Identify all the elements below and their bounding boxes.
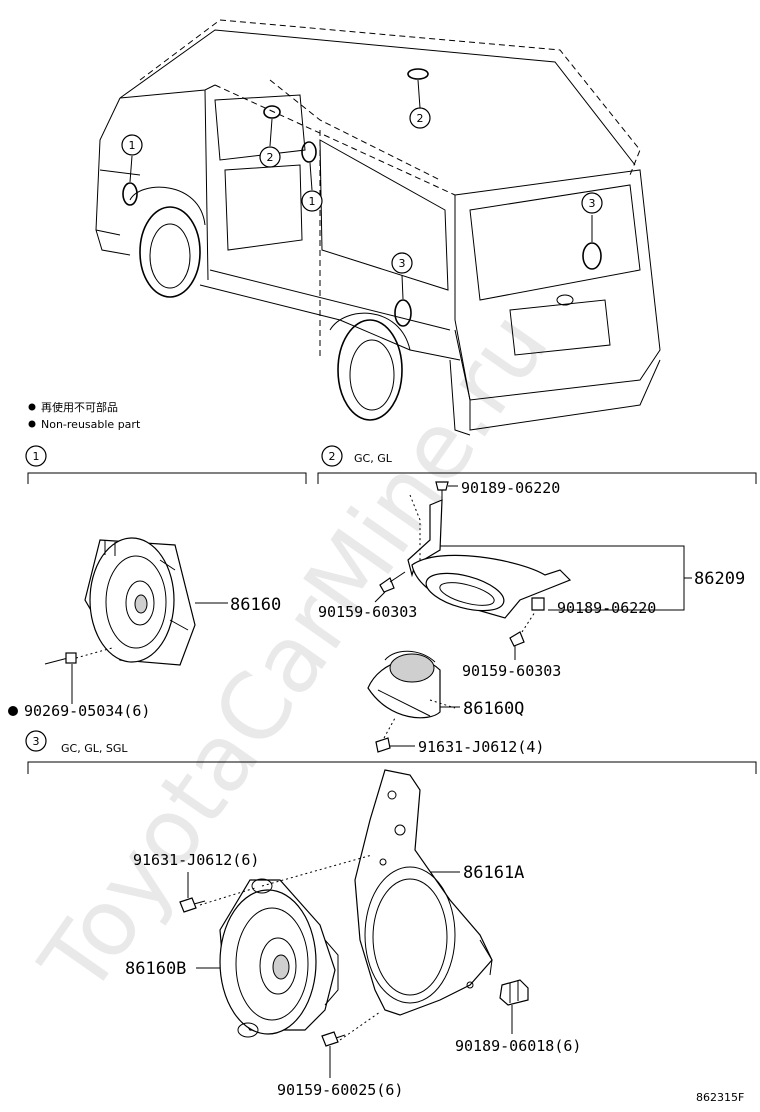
van-callout-3b: 3 — [581, 192, 603, 214]
rivet-90269 — [44, 647, 113, 665]
section-3-label: GC, GL, SGL — [61, 742, 128, 755]
van-callout-1a: 1 — [121, 134, 143, 156]
svg-text:3: 3 — [33, 735, 40, 748]
legend: 再使用不可部品 Non-reusable part — [28, 400, 141, 431]
label-91631-sec2: 91631-J0612(4) — [418, 738, 544, 756]
van-callout-2b: 2 — [409, 107, 431, 129]
legend-dot-icon — [28, 403, 36, 411]
screw-91631-sec2 — [375, 717, 396, 753]
screw-90159-60025 — [321, 1031, 346, 1047]
svg-text:3: 3 — [399, 257, 406, 270]
svg-text:1: 1 — [129, 139, 136, 152]
label-90159-60303-left: 90159-60303 — [318, 603, 417, 621]
speaker-86160B — [219, 878, 339, 1038]
svg-text:1: 1 — [309, 195, 316, 208]
clip-90189-06018 — [499, 979, 529, 1006]
label-86160: 86160 — [230, 595, 281, 615]
svg-text:1: 1 — [33, 450, 40, 463]
label-90189-06220-right: 90189-06220 — [557, 599, 656, 617]
svg-text:2: 2 — [329, 450, 336, 463]
svg-text:2: 2 — [267, 151, 274, 164]
label-90189-06018: 90189-06018(6) — [455, 1037, 581, 1055]
label-86160Q: 86160Q — [463, 699, 524, 719]
label-90269: 90269-05034(6) — [24, 702, 150, 720]
label-90189-06220-top: 90189-06220 — [461, 479, 560, 497]
label-90159-60025: 90159-60025(6) — [277, 1081, 403, 1099]
speaker-86160 — [84, 537, 196, 666]
bracket-86209 — [407, 499, 572, 619]
speaker-86160Q — [367, 650, 456, 719]
label-90159-60303-low: 90159-60303 — [462, 662, 561, 680]
label-86160B: 86160B — [125, 959, 186, 979]
non-reusable-dot-icon — [8, 706, 18, 716]
van-callout-3a: 3 — [391, 252, 413, 274]
label-91631-sec3: 91631-J0612(6) — [133, 851, 259, 869]
svg-text:3: 3 — [589, 197, 596, 210]
label-86209: 86209 — [694, 569, 745, 589]
legend-jp: 再使用不可部品 — [41, 400, 118, 414]
van-callout-2a: 2 — [259, 146, 281, 168]
screw-90159-low — [509, 611, 536, 647]
section-3-header: 3 GC, GL, SGL — [25, 730, 757, 774]
svg-text:2: 2 — [417, 112, 424, 125]
screw-90159-left — [379, 571, 406, 593]
section-2-label: GC, GL — [354, 452, 393, 465]
legend-dot-icon — [28, 420, 36, 428]
screw-90189-right — [531, 597, 545, 611]
label-86161A: 86161A — [463, 863, 524, 883]
screw-90189-top — [435, 481, 449, 500]
section-1-header: 1 — [25, 445, 307, 484]
van-illustration — [95, 19, 661, 436]
screw-91631-sec3 — [179, 897, 206, 913]
section-2-header: 2 GC, GL — [317, 445, 757, 484]
van-callout-1b: 1 — [301, 190, 323, 212]
bracket-86161A — [354, 769, 493, 1016]
figure-code: 862315F — [696, 1091, 744, 1104]
legend-en: Non-reusable part — [41, 418, 141, 431]
